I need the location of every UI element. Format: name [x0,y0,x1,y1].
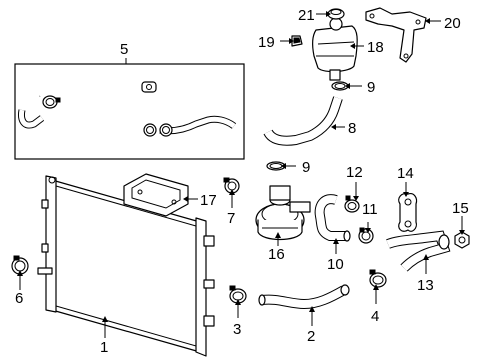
callout-9-upper: 9 [367,79,375,96]
arrow-2 [309,306,315,312]
hose-2 [258,284,350,310]
clamp-4 [369,269,387,288]
arrow-7 [229,189,235,195]
callout-18: 18 [367,39,384,56]
radiator [37,175,215,357]
callout-13: 13 [417,277,434,294]
arrow-12 [353,196,359,201]
bracket-17 [123,173,189,217]
inset-small-bracket [141,81,157,93]
arrow-17 [183,196,188,202]
arrow-6 [17,270,23,276]
hose-8 [263,96,343,146]
callout-15: 15 [452,200,469,217]
callout-19: 19 [258,34,275,51]
callout-11: 11 [362,201,378,218]
arrow-4 [373,284,379,290]
arrow-9a [345,83,350,89]
callout-4: 4 [371,308,379,325]
arrow-10 [333,238,339,244]
callout-5: 5 [120,41,128,58]
callout-9-lower: 9 [302,159,310,176]
pump-16 [255,185,311,241]
arrow-1 [102,316,108,322]
arrow-16 [275,232,281,238]
arrow-8 [331,124,336,130]
arrow-21 [326,11,331,17]
callout-16: 16 [268,246,285,263]
inset-clamp-right [159,123,173,137]
callout-20: 20 [444,15,461,32]
callout-6: 6 [15,290,23,307]
hose-10 [314,194,351,242]
clamp-11 [358,227,374,244]
clip-19 [291,35,303,47]
clamp-7 [223,177,240,194]
callout-14: 14 [397,165,414,182]
inset-clamp-mid [143,123,157,137]
inset-hose-upper [38,84,147,133]
inset-hose-left [18,109,45,129]
arrow-13 [423,254,429,260]
reservoir-18 [312,17,358,81]
arrow-9b [281,163,286,169]
callout-7: 7 [227,210,235,227]
arrow-3 [235,299,241,305]
inset-box [14,63,245,160]
callout-21: 21 [298,7,315,24]
callout-12: 12 [346,164,363,181]
arrow-11 [365,228,371,233]
callout-10: 10 [327,256,344,273]
callout-3: 3 [233,321,241,338]
callout-2: 2 [307,328,315,345]
arrow-20 [425,18,430,24]
callout-17: 17 [200,192,217,209]
arrow-14 [403,192,409,197]
pipe-13 [386,230,451,272]
inset-clamp-left [42,95,61,109]
callout-1: 1 [100,339,108,356]
callout-8: 8 [348,120,356,137]
arrow-18 [350,43,355,49]
gasket-14 [398,193,418,232]
bracket-20 [365,7,427,63]
clamp-3 [229,285,247,304]
arrow-19 [289,38,294,44]
arrow-15 [459,230,465,235]
clamp-12 [344,195,360,213]
